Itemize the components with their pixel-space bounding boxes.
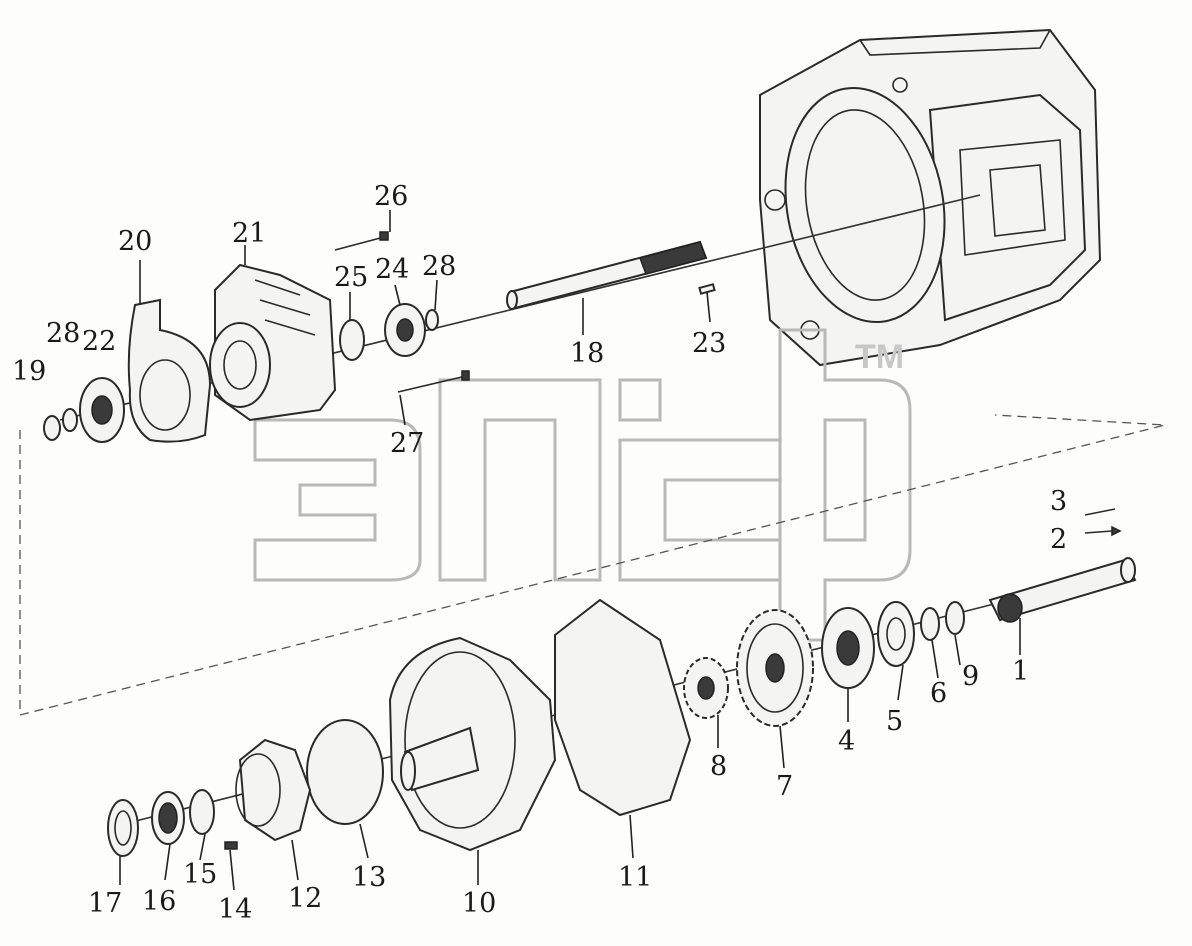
callout-22: 22 — [82, 326, 116, 357]
part-25-gasket — [339, 319, 365, 361]
callout-24: 24 — [375, 254, 409, 285]
part-18-shaft — [506, 240, 708, 310]
watermark-logo: TM — [253, 328, 912, 642]
callout-6: 6 — [930, 678, 947, 709]
part-14-bolt — [224, 841, 238, 850]
callout-14: 14 — [218, 894, 252, 925]
callout-10: 10 — [462, 888, 496, 919]
callout-9: 9 — [962, 661, 979, 692]
callout-25: 25 — [334, 262, 368, 293]
part-24-bearing — [384, 303, 426, 357]
part-21-pump-housing — [209, 263, 337, 422]
part-19-washer — [43, 415, 61, 441]
part-26-bolt — [334, 231, 389, 251]
callout-5: 5 — [886, 706, 903, 737]
assembly-outline — [19, 414, 1166, 716]
part-17-seal — [107, 799, 139, 857]
part-27-bolt — [397, 370, 470, 393]
callout-16: 16 — [142, 886, 176, 917]
callout-28-right: 28 — [422, 251, 456, 282]
callout-18: 18 — [570, 338, 604, 369]
watermark-tm: TM — [855, 338, 904, 376]
part-2-pin — [1084, 525, 1122, 537]
part-10-cover — [388, 636, 557, 852]
callout-11: 11 — [618, 862, 652, 893]
part-15-ring — [189, 789, 215, 835]
callout-28-left: 28 — [46, 318, 80, 349]
callout-15: 15 — [183, 859, 217, 890]
callout-13: 13 — [352, 862, 386, 893]
part-12-flange — [235, 738, 312, 842]
part-13-gasket — [306, 719, 384, 825]
part-23-pin — [698, 283, 716, 295]
callout-labels: 1 2 3 4 5 6 7 8 9 10 11 12 13 14 15 16 1… — [12, 181, 1067, 925]
callout-7: 7 — [776, 771, 793, 802]
part-20-bracket — [127, 298, 212, 443]
part-28-oring-left — [62, 408, 78, 432]
part-16-bearing — [151, 791, 185, 845]
part-22-bearing — [79, 377, 125, 443]
callout-2: 2 — [1050, 524, 1067, 555]
callout-3: 3 — [1050, 486, 1067, 517]
callout-23: 23 — [692, 328, 726, 359]
callout-12: 12 — [288, 883, 322, 914]
part-4-bearing — [821, 607, 875, 689]
part-3-pin — [1084, 508, 1116, 516]
callout-17: 17 — [88, 888, 122, 919]
callout-19: 19 — [12, 356, 46, 387]
transmission-housing — [759, 28, 1102, 367]
part-8-gear — [683, 657, 729, 719]
part-28-oring-right — [425, 309, 439, 331]
part-11-gasket — [554, 598, 692, 817]
leader-lines — [119, 210, 1021, 891]
callout-4: 4 — [838, 726, 855, 757]
part-7-gear — [736, 609, 814, 727]
callout-27: 27 — [390, 428, 424, 459]
callout-8: 8 — [710, 751, 727, 782]
callout-21: 21 — [232, 218, 266, 249]
callout-26: 26 — [374, 181, 408, 212]
callout-1: 1 — [1012, 656, 1029, 687]
part-6-ring — [920, 607, 940, 641]
callout-20: 20 — [118, 226, 152, 257]
part-1-splined-shaft — [988, 557, 1137, 623]
part-9-ring — [945, 601, 965, 635]
part-5-washer — [877, 601, 915, 667]
